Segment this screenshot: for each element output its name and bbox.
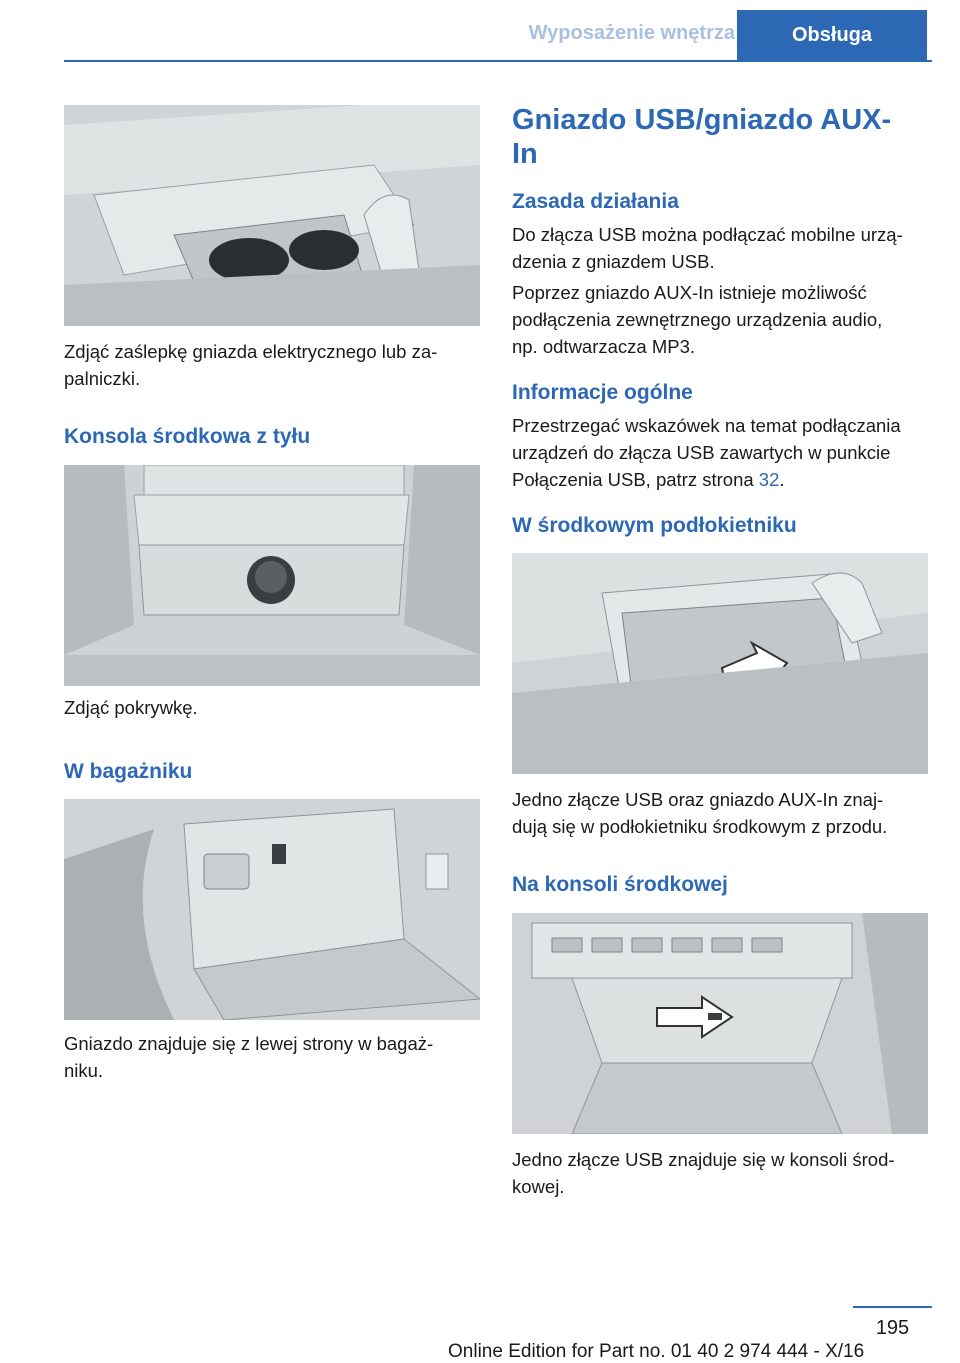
- header-section-title: Wyposażenie wnętrza: [528, 22, 735, 44]
- caption-center-console: Jedno złącze USB znajduje się w konsoli …: [512, 1149, 895, 1197]
- caption-armrest: Jedno złącze USB oraz gniazdo AUX-In zna…: [512, 789, 888, 837]
- caption-remove-cap: Zdjąć zaślepkę gniazda elektrycznego lub…: [64, 341, 438, 389]
- rear-console-illustration: [64, 465, 480, 686]
- trunk-figure: [64, 799, 480, 1020]
- armrest-illustration: [512, 553, 928, 774]
- page-link-32[interactable]: 32: [758, 469, 780, 490]
- heading-principle: Zasada działania: [512, 190, 679, 213]
- heading-rear-console: Konsola środkowa z tyłu: [64, 425, 311, 448]
- header-rule: [64, 60, 932, 62]
- cupholder-illustration: [64, 105, 480, 326]
- page-number: 195: [875, 1317, 910, 1339]
- rear-console-figure: [64, 465, 480, 686]
- trunk-illustration: [64, 799, 480, 1020]
- caption-remove-cover: Zdjąć pokrywkę.: [64, 697, 198, 718]
- heading-center-console: Na konsoli środkowej: [512, 873, 728, 896]
- heading-trunk: W bagażniku: [64, 760, 193, 783]
- footer-rule: [853, 1306, 932, 1308]
- paragraph-usb-notes: Przestrzegać wskazówek na temat podłącza…: [512, 412, 932, 493]
- paragraph-usb-notes-end: .: [779, 469, 785, 490]
- paragraph-usb-notes-text: Przestrzegać wskazówek na temat podłącza…: [512, 415, 901, 490]
- heading-armrest: W środkowym podłokietniku: [512, 514, 797, 537]
- cupholder-figure: [64, 105, 480, 326]
- paragraph-usb-devices: Do złącza USB można podłączać mobilne ur…: [512, 224, 903, 272]
- paragraph-aux-in: Poprzez gniazdo AUX-In istnieje możliwoś…: [512, 282, 883, 357]
- page-header: Wyposażenie wnętrza Obsługa: [0, 0, 960, 62]
- header-chapter-tab[interactable]: Obsługa: [737, 10, 927, 61]
- section-title-usb-aux: Gniazdo USB/gniazdo AUX- In: [512, 104, 892, 170]
- caption-trunk-socket: Gniazdo znajduje się z lewej strony w ba…: [64, 1033, 434, 1081]
- heading-general-info: Informacje ogólne: [512, 381, 693, 404]
- footer-edition: Online Edition for Part no. 01 40 2 974 …: [448, 1341, 865, 1362]
- center-console-figure: [512, 913, 928, 1134]
- center-console-illustration: [512, 913, 928, 1134]
- armrest-figure: [512, 553, 928, 774]
